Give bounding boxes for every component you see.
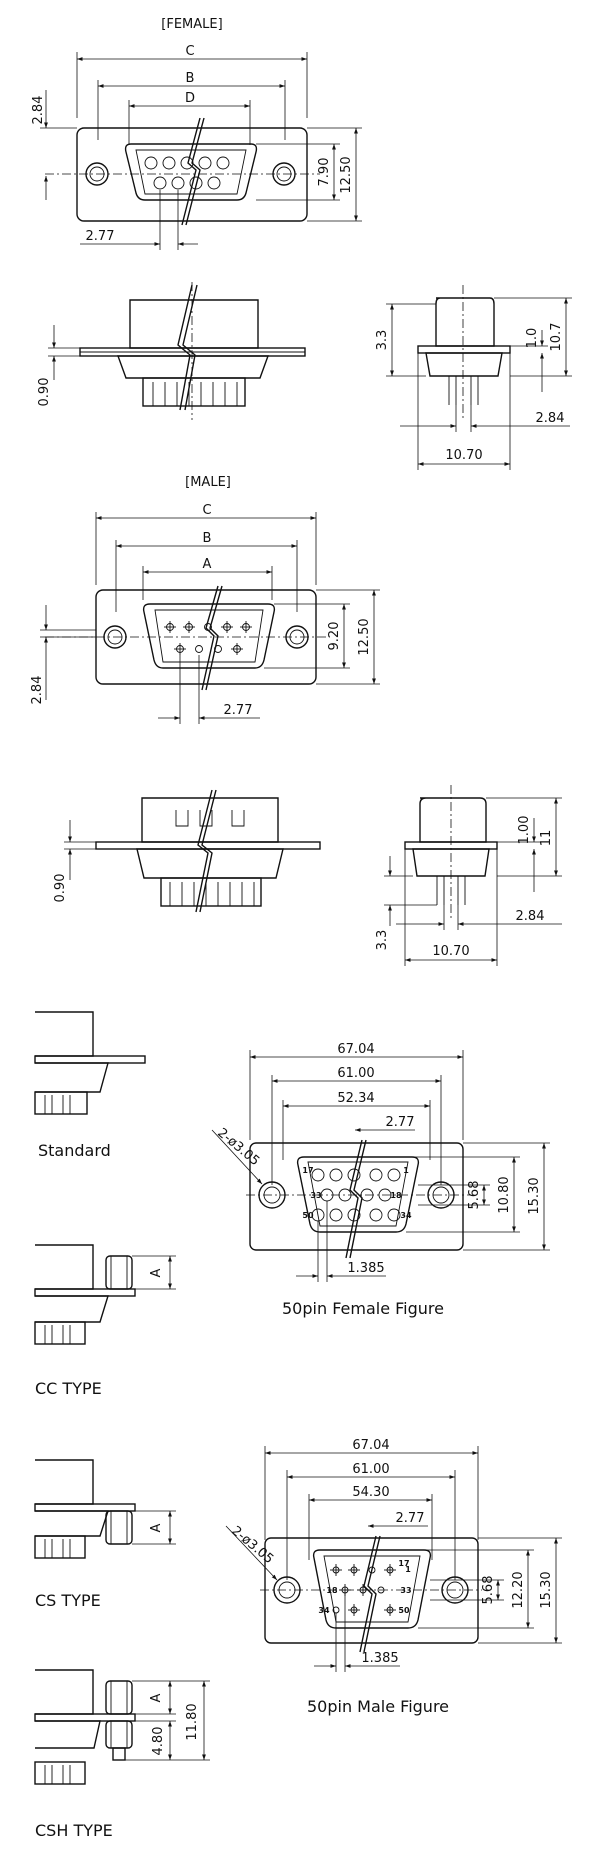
male-side-view: 0.90 (53, 789, 321, 913)
female-dim-7-90: 7.90 (317, 158, 332, 187)
pin50-female-pin-50: 50 (302, 1211, 314, 1220)
pin50-male-dim-1-385: 1.385 (361, 1651, 398, 1666)
female-side-dim-0-90: 0.90 (37, 378, 52, 407)
pin50-female-pin-1: 1 (403, 1166, 409, 1175)
pin50-female-caption: 50pin Female Figure (282, 1299, 444, 1318)
csh-type-dim-11-80: 11.80 (185, 1703, 200, 1740)
female-right-dim-10-7: 10.7 (549, 323, 564, 352)
male-front-view: [MALE] C B A (30, 475, 380, 724)
pin50-male-dim-61-00: 61.00 (352, 1462, 389, 1477)
cc-type-label: CC TYPE (35, 1379, 102, 1398)
pin50-male-pin-34: 34 (318, 1606, 330, 1615)
female-side-view: 0.90 (37, 282, 306, 420)
male-title: [MALE] (185, 475, 231, 490)
male-dim-a: A (203, 557, 212, 572)
cs-type-dim-a: A (149, 1523, 164, 1532)
csh-type-label: CSH TYPE (35, 1821, 113, 1840)
pin50-male-dim-hole: 2-ø3.05 (228, 1524, 276, 1568)
pin50-male-pin-1: 1 (405, 1565, 411, 1574)
female-right-dim-3-3: 3.3 (375, 330, 390, 351)
male-right-dim-11: 11 (539, 830, 554, 847)
male-right-dim-10-70: 10.70 (432, 944, 469, 959)
pin50-female-dim-2-77: 2.77 (386, 1115, 415, 1130)
female-right-dim-10-70: 10.70 (445, 448, 482, 463)
csh-type-dim-4-80: 4.80 (151, 1727, 166, 1756)
pin50-female-dim-hole: 2-ø3.05 (214, 1126, 262, 1170)
female-dim-2-77: 2.77 (86, 229, 115, 244)
pin50-male-pin-18: 18 (326, 1586, 338, 1595)
male-dim-2-84: 2.84 (30, 676, 45, 705)
male-dim-b: B (203, 531, 212, 546)
male-dim-9-20: 9.20 (327, 622, 342, 651)
pin50-female-dim-10-80: 10.80 (497, 1176, 512, 1213)
female-title: [FEMALE] (161, 17, 222, 32)
female-dim-c: C (185, 44, 194, 59)
standard-type-label: Standard (38, 1141, 111, 1160)
female-dim-2-84: 2.84 (31, 96, 46, 125)
pin50-male-dim-15-30: 15.30 (539, 1571, 554, 1608)
female-dim-12-50: 12.50 (339, 156, 354, 193)
pin50-male-dim-67-04: 67.04 (352, 1438, 389, 1453)
pin50-female-dim-67-04: 67.04 (337, 1042, 374, 1057)
pin50-female-pin-18: 18 (390, 1191, 402, 1200)
cc-type-dim-a: A (149, 1268, 164, 1277)
male-right-dim-3-3: 3.3 (375, 930, 390, 951)
pin50-female-pin-33: 33 (310, 1191, 321, 1200)
pin50-male-dim-54-30: 54.30 (352, 1485, 389, 1500)
female-right-dim-2-84: 2.84 (536, 411, 565, 426)
pin50-male-caption: 50pin Male Figure (307, 1697, 449, 1716)
pin50-female-dim-5-68: 5.68 (467, 1181, 482, 1210)
csh-type-view: A 4.80 11.80 CSH TYPE (34, 1669, 210, 1840)
pin50-male-figure: 67.04 61.00 54.30 2.77 1 17 18 (225, 1438, 562, 1716)
pin50-female-dim-1-385: 1.385 (347, 1261, 384, 1276)
pin50-male-dim-12-20: 12.20 (511, 1571, 526, 1608)
male-dim-c: C (202, 503, 211, 518)
pin50-male-pin-50: 50 (398, 1606, 410, 1615)
pin50-male-dim-2-77: 2.77 (396, 1511, 425, 1526)
female-right-view: 3.3 1.0 10.7 2.84 10.70 (375, 285, 572, 470)
pin50-female-dim-61-00: 61.00 (337, 1066, 374, 1081)
standard-type-view: Standard (34, 1011, 146, 1160)
pin50-male-pin-17: 17 (398, 1559, 409, 1568)
male-right-view: 1.00 11 3.3 2.84 10.70 (375, 785, 562, 966)
pin50-female-pin-34: 34 (400, 1211, 412, 1220)
female-right-dim-1-0: 1.0 (525, 328, 540, 349)
female-front-view: [FEMALE] C B D (31, 17, 362, 250)
male-right-dim-2-84: 2.84 (516, 909, 545, 924)
pin50-male-pin-33: 33 (400, 1586, 411, 1595)
pin50-female-figure: 67.04 61.00 52.34 2.77 17 1 33 18 50 34 (211, 1042, 550, 1318)
pin50-female-dim-52-34: 52.34 (337, 1091, 374, 1106)
cs-type-view: A CS TYPE (34, 1459, 176, 1610)
csh-type-dim-a: A (149, 1693, 164, 1702)
pin50-female-dim-15-30: 15.30 (527, 1177, 542, 1214)
male-dim-2-77: 2.77 (224, 703, 253, 718)
male-dim-12-50: 12.50 (357, 618, 372, 655)
female-dim-d: D (185, 91, 195, 106)
pin50-male-dim-5-68: 5.68 (481, 1576, 496, 1605)
cs-type-label: CS TYPE (35, 1591, 101, 1610)
female-dim-b: B (186, 71, 195, 86)
cc-type-view: A CC TYPE (34, 1244, 176, 1398)
pin50-female-pin-17: 17 (302, 1166, 313, 1175)
male-right-dim-1-00: 1.00 (517, 816, 532, 845)
male-side-dim-0-90: 0.90 (53, 874, 68, 903)
